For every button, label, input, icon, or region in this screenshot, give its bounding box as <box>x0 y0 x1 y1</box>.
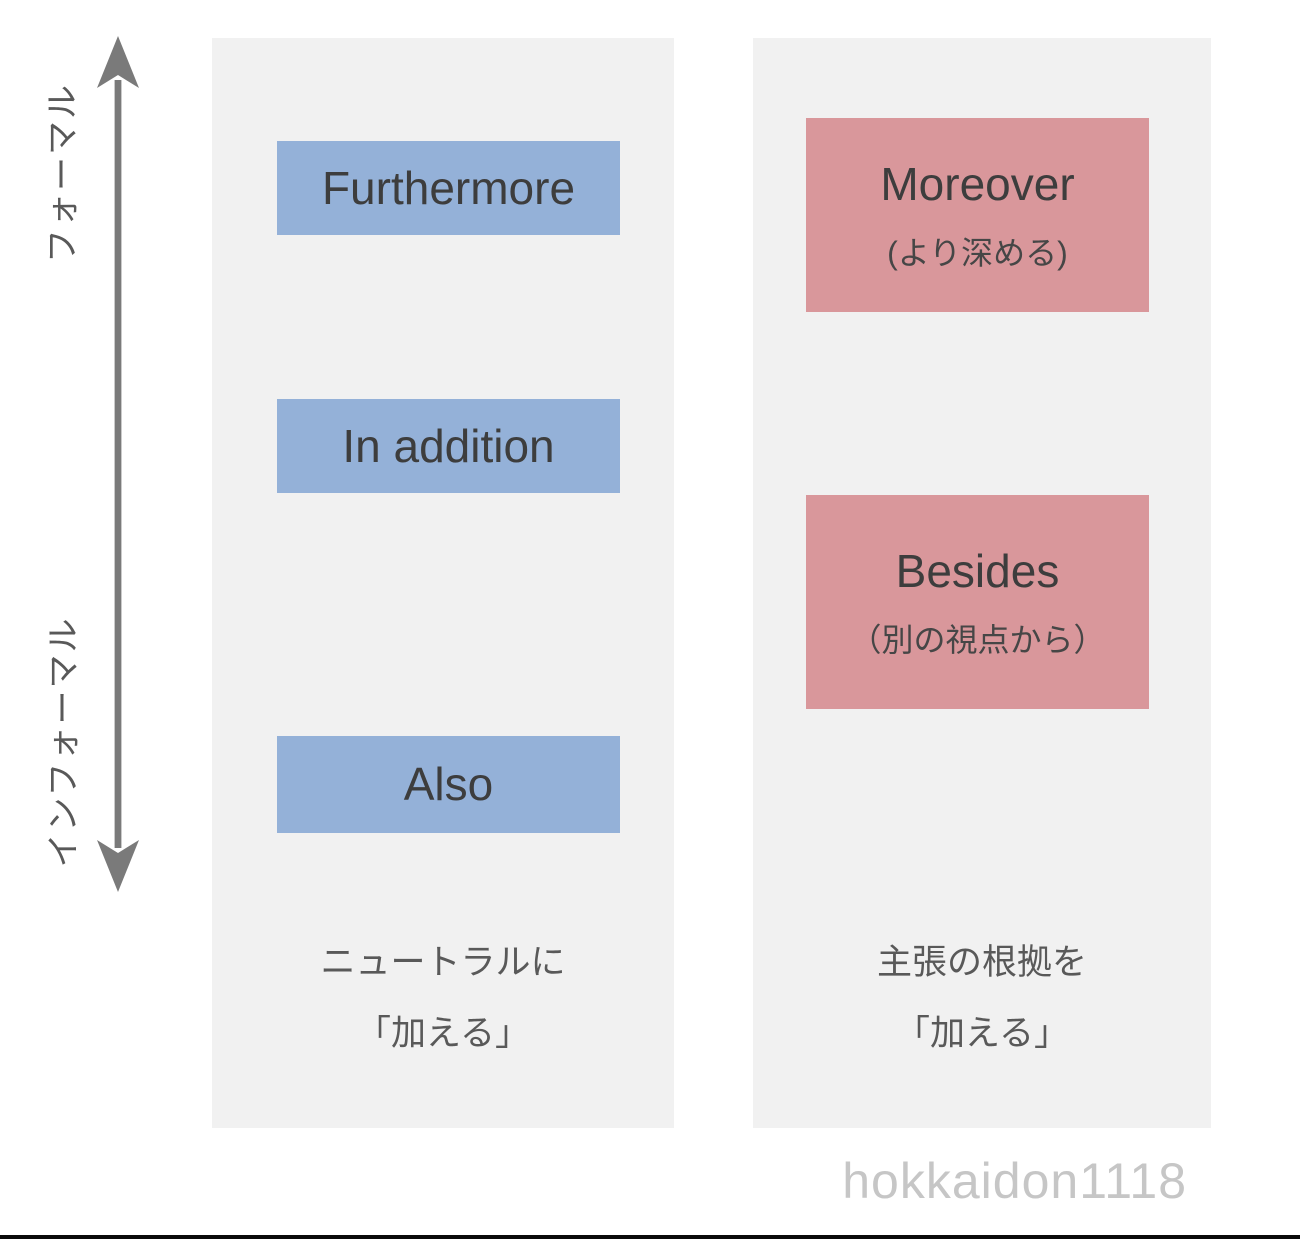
word-label: Besides <box>895 545 1060 598</box>
caption-neutral-add: ニュートラルに 「加える」 <box>212 945 674 1051</box>
watermark-credit: hokkaidon1118 <box>842 1153 1187 1209</box>
word-box-moreover: Moreover (より深める) <box>806 118 1149 312</box>
caption-line: 「加える」 <box>356 1014 530 1053</box>
word-sublabel-japanese: （別の視点から） <box>849 621 1106 658</box>
word-sublabel-japanese: (より深める) <box>887 234 1068 271</box>
word-label: Also <box>403 758 494 811</box>
caption-line: 主張の根拠を <box>876 943 1087 982</box>
caption-line: ニュートラルに <box>320 943 566 982</box>
formality-axis-arrow-icon <box>97 36 139 892</box>
axis-label-formal: フォーマル <box>43 83 82 263</box>
caption-line: 「加える」 <box>895 1014 1069 1053</box>
bottom-border-line <box>0 1235 1300 1239</box>
word-label: Furthermore <box>321 161 576 214</box>
word-box-in-addition: In addition <box>277 399 620 493</box>
word-label: In addition <box>342 419 555 472</box>
word-box-furthermore: Furthermore <box>277 141 620 235</box>
word-box-besides: Besides （別の視点から） <box>806 495 1149 709</box>
axis-label-informal: インフォーマル <box>44 616 83 868</box>
word-box-also: Also <box>277 736 620 833</box>
caption-evidence-add: 主張の根拠を 「加える」 <box>753 945 1211 1051</box>
word-label: Moreover <box>880 158 1075 211</box>
